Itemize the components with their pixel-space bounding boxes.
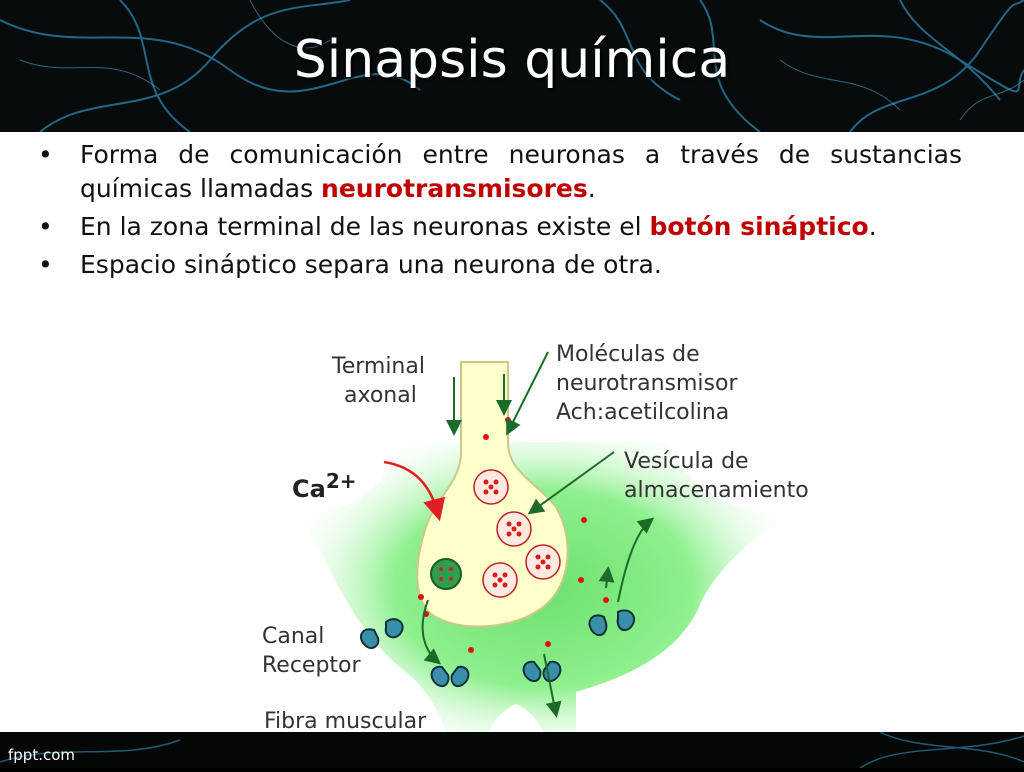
bullet-list: • Forma de comunicación entre neuronas a… [38, 138, 962, 286]
bullet-text: Espacio sináptico separa una neurona de … [80, 250, 662, 279]
highlight-term: neurotransmisores [321, 174, 588, 203]
bullet-text: Forma de comunicación entre neuronas a t… [80, 140, 962, 203]
synapse-diagram: Terminal axonal Moléculas de neurotransm… [246, 332, 838, 768]
label-vesicula-almacenamiento: Vesícula de almacenamiento [624, 449, 809, 503]
slide-footer [0, 732, 1024, 768]
label-moleculas-neurotransmisor: Moléculas de neurotransmisor Ach:acetilc… [556, 342, 738, 425]
label-terminal-axonal: Terminal axonal [332, 354, 425, 408]
label-calcium: Ca2+ [292, 469, 357, 503]
bullet-marker: • [38, 212, 53, 241]
bullet-text-end: . [587, 174, 596, 203]
bullet-item: • Forma de comunicación entre neuronas a… [38, 138, 962, 206]
neuron-strands-background [0, 0, 1024, 132]
label-fibra-muscular: Fibra muscular [264, 709, 427, 734]
bullet-marker: • [38, 250, 53, 279]
receptor-channels [359, 609, 636, 687]
brand-logo-text: fppt.com [8, 746, 76, 764]
highlight-term: botón sináptico [649, 212, 869, 241]
bullet-item: • En la zona terminal de las neuronas ex… [38, 210, 962, 244]
bullet-text: En la zona terminal de las neuronas exis… [80, 212, 650, 241]
slide-title: Sinapsis química [293, 30, 731, 90]
synapse-illustration [296, 351, 791, 768]
label-canal-receptor: Canal Receptor [262, 624, 361, 678]
slide-header [0, 0, 1024, 132]
footer-strands [0, 732, 1024, 768]
bullet-text-end: . [868, 212, 877, 241]
bullet-marker: • [38, 140, 53, 169]
bullet-item: • Espacio sináptico separa una neurona d… [38, 248, 962, 282]
